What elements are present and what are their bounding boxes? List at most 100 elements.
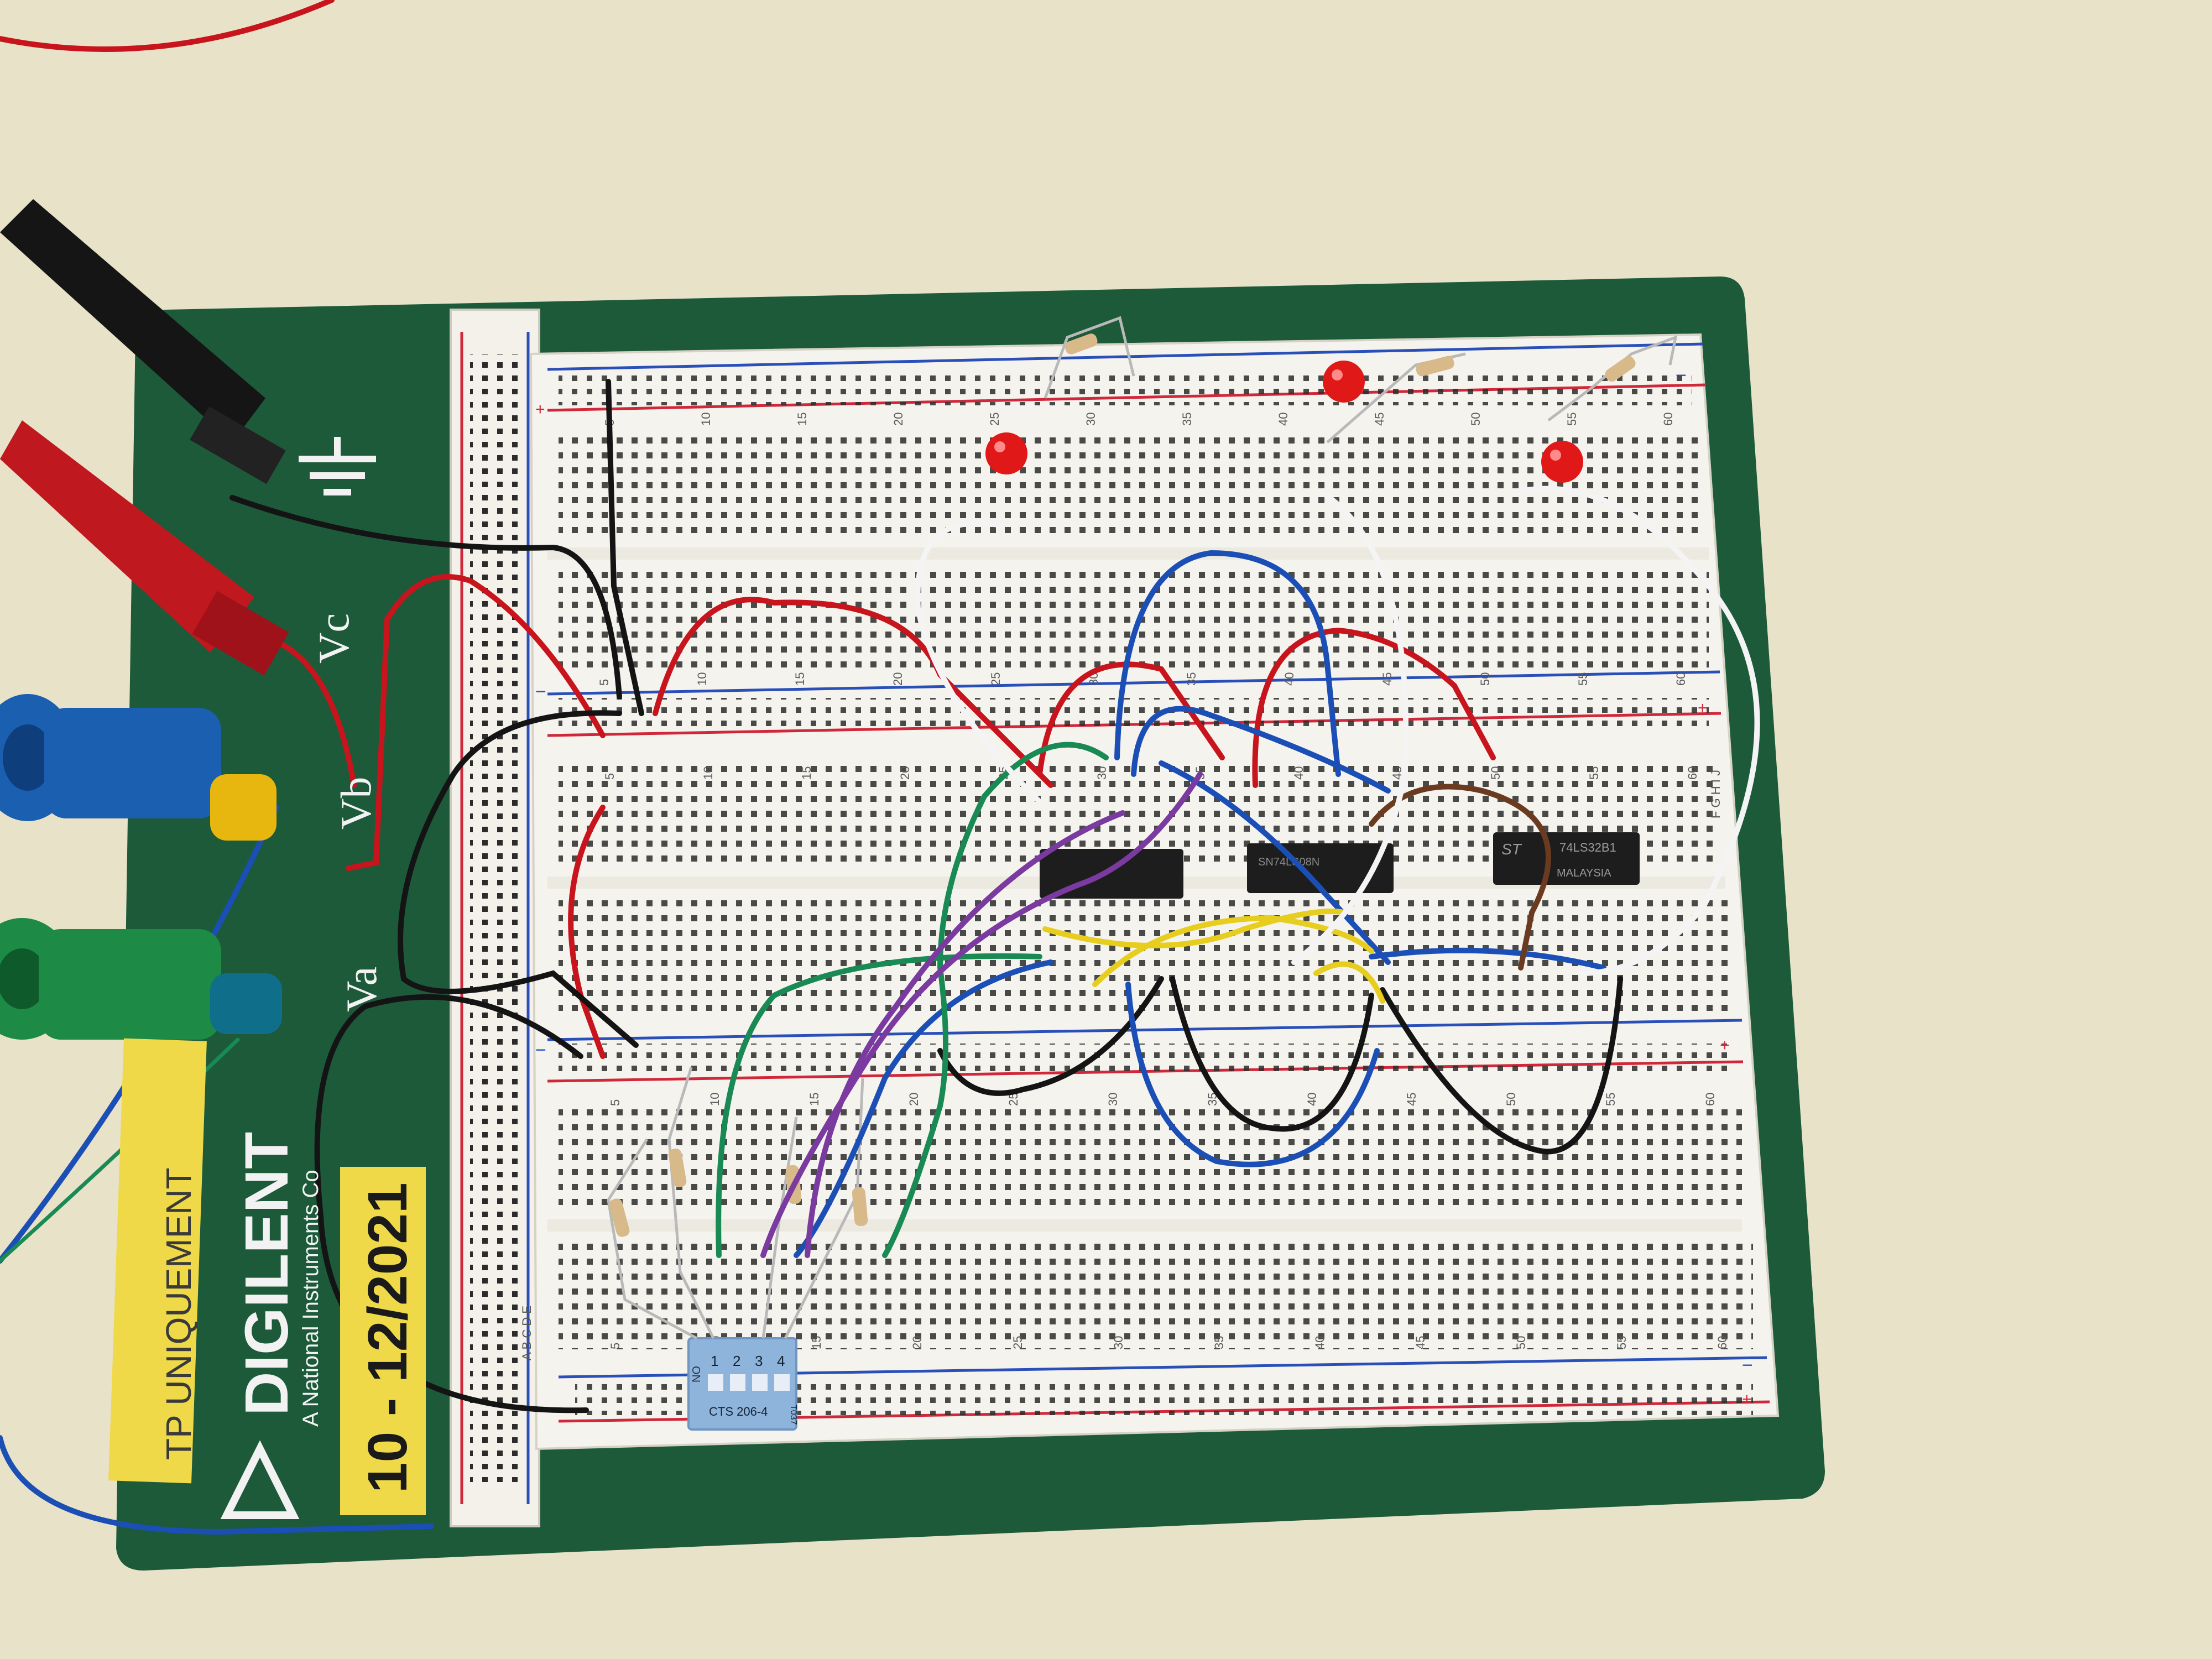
column-number: 15: [793, 672, 807, 686]
dip-position-3: 3: [755, 1353, 763, 1369]
column-number: 15: [795, 413, 809, 426]
column-number: 25: [1011, 1336, 1025, 1349]
rail-plus-label: +: [1720, 1036, 1730, 1055]
column-number: 45: [1373, 413, 1386, 426]
terminal-grid-4: [559, 896, 1731, 1012]
column-number: 45: [1405, 1093, 1418, 1106]
column-number: 30: [1106, 1093, 1120, 1106]
banana-plugs: [0, 199, 289, 1040]
dip-toggle[interactable]: [708, 1374, 723, 1391]
column-number: 40: [1282, 672, 1296, 686]
column-number: 15: [800, 766, 813, 780]
rail-plus-label: +: [535, 400, 545, 419]
row-letters-bottom: F G H I J: [1709, 770, 1723, 818]
dip-code: T037: [789, 1405, 798, 1425]
left-power-rail: [450, 309, 540, 1527]
column-number: 10: [699, 413, 713, 426]
terminal-label-vc: Vc: [310, 613, 358, 664]
dip-toggle[interactable]: [730, 1374, 745, 1391]
center-channel: [547, 1219, 1742, 1232]
red-led: [1323, 361, 1365, 403]
dip-on-label: ON: [690, 1366, 702, 1383]
column-number: 10: [695, 672, 709, 686]
red-plug: [0, 420, 289, 676]
center-channel: [547, 547, 1709, 560]
column-number: 30: [1084, 413, 1098, 426]
column-number: 10: [708, 1093, 722, 1106]
column-number: 30: [1095, 766, 1109, 780]
column-number: 55: [1615, 1336, 1629, 1349]
column-number: 15: [810, 1336, 823, 1349]
column-number: 50: [1514, 1336, 1528, 1349]
column-number: 45: [1413, 1336, 1427, 1349]
brand-logo: DIGILENT A National Instruments Co: [220, 1132, 323, 1519]
terminal-grid-1: [559, 431, 1698, 542]
column-number: 50: [1489, 766, 1503, 780]
terminal-label-vb: Vb: [332, 777, 380, 830]
column-number: 50: [1469, 413, 1483, 426]
top-rail: [547, 342, 1707, 412]
column-number: 45: [1380, 672, 1394, 686]
column-number: 10: [701, 766, 715, 780]
column-number: 60: [1661, 413, 1675, 426]
chip-marking: SN74LS08N: [1258, 856, 1319, 868]
rail-plus-label: +: [1742, 1390, 1752, 1408]
dip-position-2: 2: [733, 1353, 740, 1369]
column-number: 5: [608, 1099, 622, 1106]
terminal-label-va: Va: [337, 967, 385, 1012]
column-number: 55: [1604, 1093, 1618, 1106]
row-letters-top: A B C D E: [520, 1306, 534, 1360]
column-number: 25: [989, 672, 1003, 686]
column-number: 35: [1185, 672, 1198, 686]
green-plug: [0, 918, 282, 1040]
column-number: 20: [891, 672, 905, 686]
dip-position-1: 1: [711, 1353, 718, 1369]
column-number: 55: [1565, 413, 1579, 426]
terminal-grid-6: [559, 1239, 1753, 1349]
dip-toggle[interactable]: [774, 1374, 790, 1391]
rail-minus-label: −: [1676, 365, 1687, 386]
column-number: 5: [597, 679, 611, 686]
chip-country: MALAYSIA: [1557, 867, 1611, 879]
column-number: 30: [1112, 1336, 1125, 1349]
ic-chip-3: ST 74LS32B1 MALAYSIA: [1493, 832, 1640, 885]
column-number: 50: [1478, 672, 1492, 686]
column-number: 60: [1686, 766, 1699, 780]
column-number: 20: [910, 1336, 924, 1349]
blue-plug: [0, 694, 276, 841]
dip-switch[interactable]: ON 1 2 3 4 CTS 206-4 T037: [687, 1337, 798, 1431]
column-number: 60: [1703, 1093, 1717, 1106]
column-number: 40: [1305, 1093, 1319, 1106]
dip-toggle[interactable]: [752, 1374, 768, 1391]
column-number: 40: [1313, 1336, 1327, 1349]
warning-tape: TP UNIQUEMENT: [108, 1038, 207, 1484]
leds: [985, 361, 1583, 483]
column-number: 40: [1292, 766, 1306, 780]
column-number: 20: [891, 413, 905, 426]
rail-minus-label: −: [535, 681, 546, 702]
column-number: 55: [1587, 766, 1601, 780]
dip-model: CTS 206-4: [709, 1405, 768, 1418]
date-label: 10 - 12/2021: [357, 1182, 419, 1493]
rail-minus-label: −: [535, 1040, 546, 1061]
black-plug: [0, 199, 286, 484]
date-tape: 10 - 12/2021: [340, 1167, 426, 1515]
terminal-grid-5: [559, 1103, 1742, 1214]
chip-maker-logo: ST: [1501, 841, 1522, 858]
column-number: 35: [1180, 413, 1194, 426]
rail-labels: + − + − + − + −: [535, 365, 1753, 1408]
column-number: 35: [1212, 1336, 1226, 1349]
tape-label: TP UNIQUEMENT: [159, 1167, 199, 1460]
column-number: 15: [807, 1093, 821, 1106]
column-number: 55: [1576, 672, 1590, 686]
chip-marking: 74LS32B1: [1559, 841, 1616, 854]
row-letters: A B C D E F G H I J: [520, 770, 1723, 1360]
rail-minus-label: −: [1742, 1355, 1753, 1376]
column-number: 25: [988, 413, 1001, 426]
column-number: 5: [603, 773, 617, 780]
column-number: 5: [608, 1343, 622, 1349]
dip-position-4: 4: [777, 1353, 785, 1369]
brand-name: DIGILENT: [233, 1132, 301, 1416]
rail-plus-label: +: [1698, 699, 1708, 717]
